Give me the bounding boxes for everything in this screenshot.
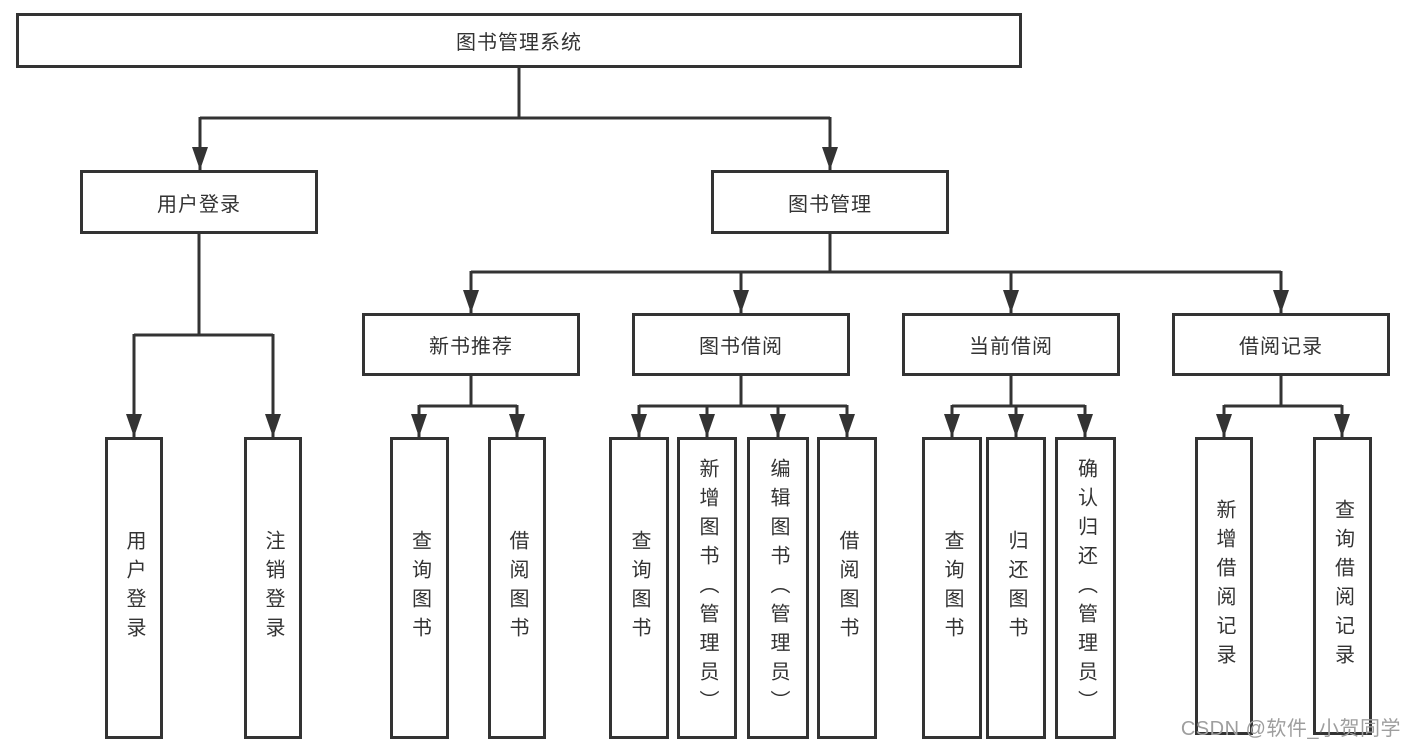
- node-borrow-records: 借阅记录: [1172, 313, 1390, 376]
- leaf-add-book-admin-label: 新增图书（管理员）: [696, 457, 718, 719]
- leaf-add-borrow-record: 新增借阅记录: [1195, 437, 1253, 735]
- leaf-logout-label: 注销登录: [262, 530, 284, 646]
- leaf-logout: 注销登录: [244, 437, 302, 739]
- csdn-watermark: CSDN @软件_小贺同学: [1180, 718, 1401, 740]
- leaf-query-borrow-record: 查询借阅记录: [1313, 437, 1372, 735]
- leaf-borrow-query-book: 查询图书: [609, 437, 669, 739]
- leaf-confirm-return-admin: 确认归还（管理员）: [1055, 437, 1116, 739]
- leaf-user-login-label: 用户登录: [123, 530, 145, 646]
- leaf-recommend-query-book-label: 查询图书: [408, 530, 431, 646]
- node-current-borrow: 当前借阅: [902, 313, 1120, 376]
- leaf-borrow-book-label: 借阅图书: [836, 530, 858, 646]
- leaf-add-book-admin: 新增图书（管理员）: [677, 437, 737, 739]
- leaf-return-book-label: 归还图书: [1005, 530, 1027, 646]
- leaf-borrow-book: 借阅图书: [817, 437, 877, 739]
- leaf-confirm-return-admin-label: 确认归还（管理员）: [1074, 457, 1097, 719]
- connector-new-book-recommend: [411, 376, 525, 437]
- leaf-edit-book-admin-label: 编辑图书（管理员）: [767, 457, 789, 719]
- leaf-recommend-borrow-book: 借阅图书: [488, 437, 546, 739]
- leaf-current-query-book-label: 查询图书: [941, 530, 963, 646]
- leaf-current-query-book: 查询图书: [922, 437, 982, 739]
- leaf-add-borrow-record-label: 新增借阅记录: [1213, 499, 1235, 673]
- leaf-query-borrow-record-label: 查询借阅记录: [1331, 499, 1354, 673]
- connector-book-management: [463, 234, 1289, 313]
- leaf-user-login: 用户登录: [105, 437, 163, 739]
- leaf-recommend-borrow-book-label: 借阅图书: [506, 530, 528, 646]
- leaf-borrow-query-book-label: 查询图书: [628, 530, 650, 646]
- leaf-recommend-query-book: 查询图书: [390, 437, 449, 739]
- node-user-login: 用户登录: [80, 170, 318, 234]
- node-new-book-recommend: 新书推荐: [362, 313, 580, 376]
- node-book-borrow: 图书借阅: [632, 313, 850, 376]
- node-library-management-system: 图书管理系统: [16, 13, 1022, 68]
- connector-book-borrow: [631, 376, 855, 437]
- connector-user-login: [126, 234, 281, 437]
- connector-root: [192, 68, 838, 170]
- connector-borrow-records: [1216, 376, 1350, 437]
- connector-current-borrow: [944, 376, 1093, 437]
- leaf-edit-book-admin: 编辑图书（管理员）: [747, 437, 809, 739]
- leaf-return-book: 归还图书: [986, 437, 1046, 739]
- node-book-management: 图书管理: [711, 170, 949, 234]
